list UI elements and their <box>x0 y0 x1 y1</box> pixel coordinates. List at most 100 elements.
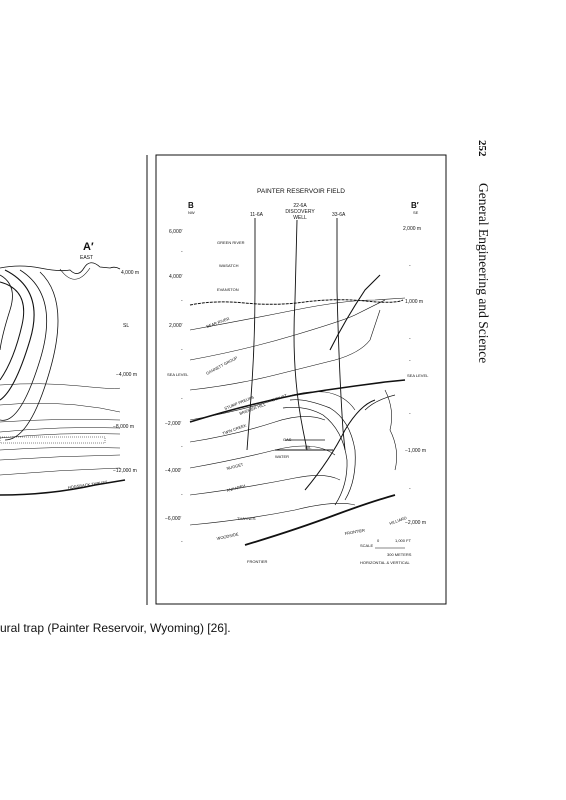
steep-fault-2 <box>364 394 396 411</box>
hogsback-thrust-label: HOGSBACK THRUST <box>67 479 108 490</box>
fold-curve-2 <box>0 281 25 381</box>
svg-text:-: - <box>409 263 411 269</box>
formation-wasatch: WASATCH <box>219 263 239 268</box>
running-head: General Engineering and Science <box>476 182 491 364</box>
painter-reservoir-diagram: PAINTER RESERVOIR FIELD B NW B′ SE 11-6A… <box>155 154 447 605</box>
scale-note: HORIZONTAL & VERTICAL <box>360 560 410 565</box>
depth-m-minus-2000: −2,000 m <box>405 520 426 526</box>
formation-twin-creek: TWIN CREEK <box>222 423 248 436</box>
svg-text:-: - <box>181 396 183 402</box>
depth-ft-2000: 2,000′ <box>169 323 183 329</box>
direction-label-se: SE <box>413 210 419 215</box>
well-path-22-6a <box>293 219 308 451</box>
fold-curve-1 <box>0 274 13 351</box>
surface-channel-fill <box>59 267 91 280</box>
field-title: PAINTER RESERVOIR FIELD <box>257 188 345 195</box>
well-path-33-6a <box>336 218 346 451</box>
fluid-gas: GAS <box>283 437 292 442</box>
bridger-hill-thrust-fault <box>189 379 406 423</box>
stratum-line-6 <box>0 447 121 451</box>
fluid-water: WATER <box>275 454 289 459</box>
svg-text:-: - <box>409 486 411 492</box>
depth-ft-sea-level: SEA LEVEL <box>167 372 189 377</box>
lower-thrust-fault <box>244 494 396 546</box>
well-label-11-6a: 11-6A <box>250 212 264 218</box>
figure-caption: ural trap (Painter Reservoir, Wyoming) [… <box>0 621 231 635</box>
stratum-stump <box>189 309 381 391</box>
fluid-oil: OIL <box>305 445 312 450</box>
formation-thrust: THRUST <box>271 393 288 403</box>
panel-border <box>155 154 447 605</box>
formation-frontier-upper: FRONTIER <box>344 527 365 535</box>
section-end-label-a-prime: A′ <box>83 241 94 253</box>
svg-text:-: - <box>181 298 183 304</box>
formation-bear-river: BEAR RIVER <box>206 316 231 329</box>
conglomerate-band <box>0 436 106 444</box>
svg-text:-: - <box>181 539 183 545</box>
formation-hilliard: HILLIARD <box>389 515 408 526</box>
stratum-line-3 <box>0 419 121 423</box>
fold-curve-3 <box>0 269 35 401</box>
anticline-limb-2 <box>282 406 348 506</box>
svg-text:-: - <box>409 336 411 342</box>
left-cross-section-panel: A′ EAST HOGSBACK THRUST 4,000 m SL −4,00… <box>0 150 150 605</box>
formation-ankareh: ANKAREH <box>226 483 246 493</box>
depth-m-minus-1000: −1,000 m <box>405 448 426 454</box>
depth-m-1000: 1,000 m <box>405 299 423 305</box>
steep-fault-1 <box>329 274 381 351</box>
formation-woodside: WOODSIDE <box>216 531 239 541</box>
steep-fault-3 <box>304 399 376 491</box>
well-label-well: WELL <box>293 215 307 221</box>
anticline-limb-1 <box>289 399 356 501</box>
stratum-gannett <box>189 299 386 361</box>
formation-evanston: EVANSTON <box>217 287 239 292</box>
formation-thaynes: THAYNES <box>237 516 256 521</box>
depth-label-sl: SL <box>123 323 129 329</box>
stratum-ankareh <box>189 445 336 469</box>
surface-topography-line <box>0 262 121 274</box>
svg-text:-: - <box>409 411 411 417</box>
scale-meters: 300 METERS <box>387 552 412 557</box>
running-header: 252 General Engineering and Science <box>462 140 492 440</box>
stratum-line-7 <box>0 454 121 461</box>
well-label-22-6a: 22-6A <box>293 203 307 209</box>
section-end-label-b-prime: B′ <box>411 201 419 210</box>
formation-nugget: NUGGET <box>226 462 244 471</box>
stratum-bear-river <box>189 297 406 331</box>
depth-ft-6000: 6,000′ <box>169 229 183 235</box>
depth-ft-minus-2000: −2,000′ <box>165 421 181 427</box>
well-path-11-6a <box>246 218 256 451</box>
svg-text:-: - <box>181 444 183 450</box>
scale-1000ft: 1,000 FT <box>395 538 412 543</box>
section-end-label-b: B <box>188 201 194 210</box>
depth-m-sea-level: SEA LEVEL <box>407 373 429 378</box>
formation-green-river: GREEN RIVER <box>217 240 245 245</box>
painter-reservoir-panel: PAINTER RESERVOIR FIELD B NW B′ SE 11-6A… <box>155 150 447 605</box>
unconformity-line <box>189 299 404 306</box>
svg-text:-: - <box>181 347 183 353</box>
stratum-thaynes <box>189 475 341 496</box>
formation-gannett-group: GANNETT GROUP <box>205 355 238 376</box>
stratum-line-1 <box>0 383 121 389</box>
left-section-diagram: A′ EAST HOGSBACK THRUST 4,000 m SL −4,00… <box>0 155 148 605</box>
depth-ft-minus-6000: −6,000′ <box>165 516 181 522</box>
depth-ft-4000: 4,000′ <box>169 274 183 280</box>
scale-label: SCALE <box>360 543 373 548</box>
hogsback-thrust-fault <box>0 479 126 496</box>
well-label-33-6a: 33-6A <box>332 212 346 218</box>
stratum-nugget <box>189 416 326 443</box>
direction-label-nw: NW <box>188 210 195 215</box>
stratum-line-2 <box>0 402 121 413</box>
svg-text:-: - <box>181 249 183 255</box>
formation-frontier-lower: FRONTIER <box>247 559 268 564</box>
depth-ft-minus-4000: −4,000′ <box>165 468 181 474</box>
depth-label-4000m: 4,000 m <box>121 270 139 276</box>
fold-curve-4 <box>0 269 48 421</box>
stratum-line-8 <box>0 467 121 476</box>
page-number: 252 <box>476 140 488 157</box>
stratum-woodside <box>189 503 356 526</box>
svg-text:-: - <box>181 492 183 498</box>
depth-label-minus-12000m: −12,000 m <box>113 468 137 474</box>
depth-m-2000: 2,000 m <box>403 226 421 232</box>
direction-label-east: EAST <box>80 255 93 261</box>
